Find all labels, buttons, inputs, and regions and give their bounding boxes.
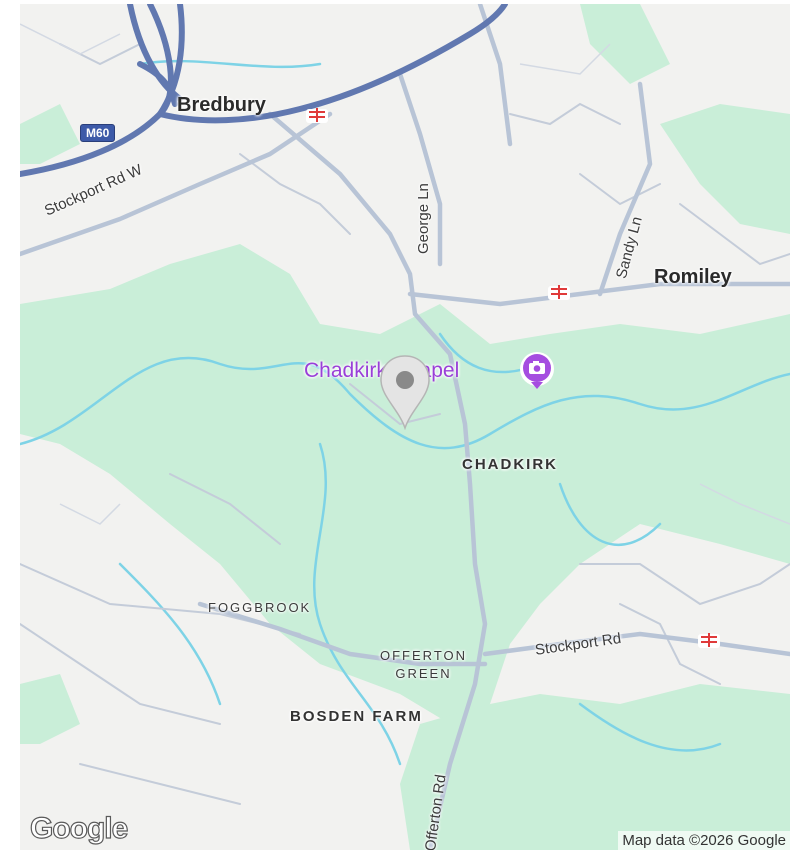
stockport-rd-road bbox=[482, 631, 790, 657]
george-ln-road bbox=[267, 111, 488, 850]
place-label-bredbury: Bredbury bbox=[177, 94, 266, 116]
stream bbox=[312, 442, 402, 766]
rail-station-icon bbox=[548, 285, 570, 300]
stream bbox=[558, 482, 662, 546]
park-area bbox=[700, 764, 790, 850]
motorway-interchange bbox=[127, 4, 185, 117]
sandy-ln-road bbox=[597, 81, 653, 297]
foggbrook-road bbox=[197, 601, 488, 667]
map-attribution[interactable]: Map data ©2026 Google bbox=[618, 831, 790, 850]
place-label-offerton-green: OFFERTON GREEN bbox=[380, 647, 467, 683]
park-area bbox=[20, 244, 790, 724]
railway-line bbox=[407, 281, 790, 307]
google-logo[interactable]: Google bbox=[29, 811, 129, 845]
rail-station-icon bbox=[698, 633, 720, 648]
place-label-romiley: Romiley bbox=[654, 266, 732, 288]
map-canvas[interactable]: M60 Bredbury Romiley CHADKIRK FOGGBROOK … bbox=[20, 4, 790, 850]
park-area bbox=[660, 104, 790, 234]
place-label-bosden-farm: BOSDEN FARM bbox=[290, 708, 423, 725]
park-area bbox=[20, 674, 80, 744]
stream bbox=[578, 702, 722, 752]
offerton-green-line-2: GREEN bbox=[395, 666, 452, 681]
offerton-green-line-1: OFFERTON bbox=[380, 648, 468, 663]
rail-station-icon bbox=[306, 108, 328, 123]
place-label-chadkirk: CHADKIRK bbox=[462, 456, 558, 473]
map-base-layer bbox=[20, 4, 790, 850]
road-label-george-ln: George Ln bbox=[415, 183, 432, 254]
camera-icon[interactable] bbox=[517, 350, 557, 390]
motorway-shield: M60 bbox=[80, 124, 116, 142]
park-area bbox=[20, 104, 80, 164]
stream bbox=[138, 59, 322, 69]
stream bbox=[118, 562, 222, 706]
motorway-link bbox=[157, 4, 508, 124]
park-area bbox=[400, 684, 790, 850]
location-pin-icon[interactable] bbox=[379, 354, 431, 430]
river bbox=[20, 356, 790, 450]
park-area bbox=[580, 4, 670, 84]
stockport-rd-w bbox=[20, 111, 333, 257]
place-label-foggbrook: FOGGBROOK bbox=[208, 600, 312, 615]
